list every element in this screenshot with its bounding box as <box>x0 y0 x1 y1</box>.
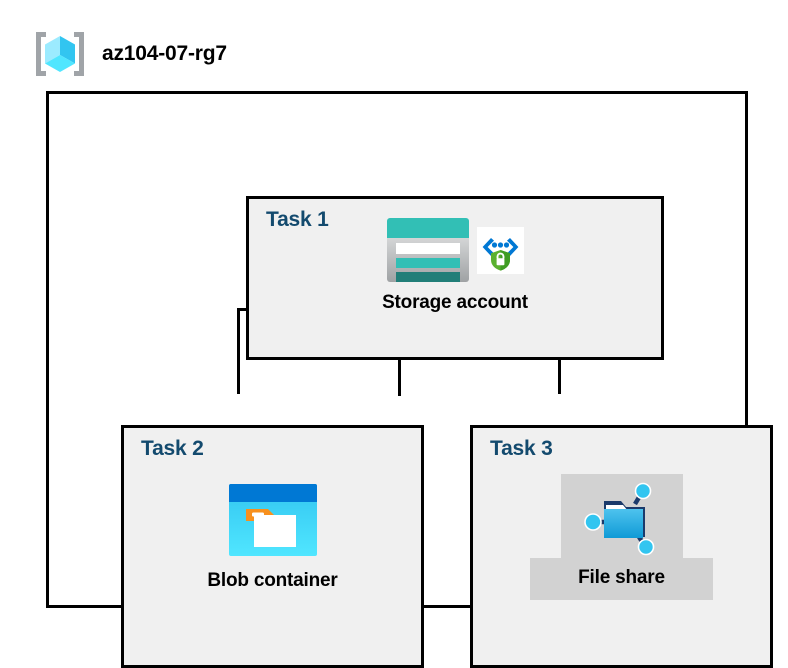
storage-security-shield-icon <box>477 226 524 274</box>
storage-account-icon <box>386 217 470 283</box>
node-blob-container: Blob container <box>124 484 421 592</box>
panel-task-2: Task 2 <box>121 425 424 668</box>
resource-group-cube-icon <box>32 28 88 80</box>
file-share-icon-highlight <box>560 474 683 560</box>
resource-group-name: az104-07-rg7 <box>102 42 227 65</box>
node-storage-account: Storage account <box>249 217 661 314</box>
storage-account-caption: Storage account <box>382 292 528 313</box>
resource-group-boundary: Task 1 <box>46 91 773 668</box>
blob-container-caption: Blob container <box>207 570 338 591</box>
node-file-share: File share <box>473 474 770 600</box>
connector-to-task2 <box>237 308 240 394</box>
panel-task-1: Task 1 <box>246 196 664 360</box>
blob-container-icon <box>228 484 317 556</box>
panel-task-3: Task 3 <box>470 425 773 668</box>
file-share-caption: File share <box>530 558 713 600</box>
task-1-label: Task 1 <box>266 208 329 231</box>
task-2-label: Task 2 <box>141 437 204 460</box>
task-3-label: Task 3 <box>490 437 553 460</box>
file-share-icon <box>583 480 661 556</box>
resource-group-header: az104-07-rg7 <box>32 28 227 80</box>
